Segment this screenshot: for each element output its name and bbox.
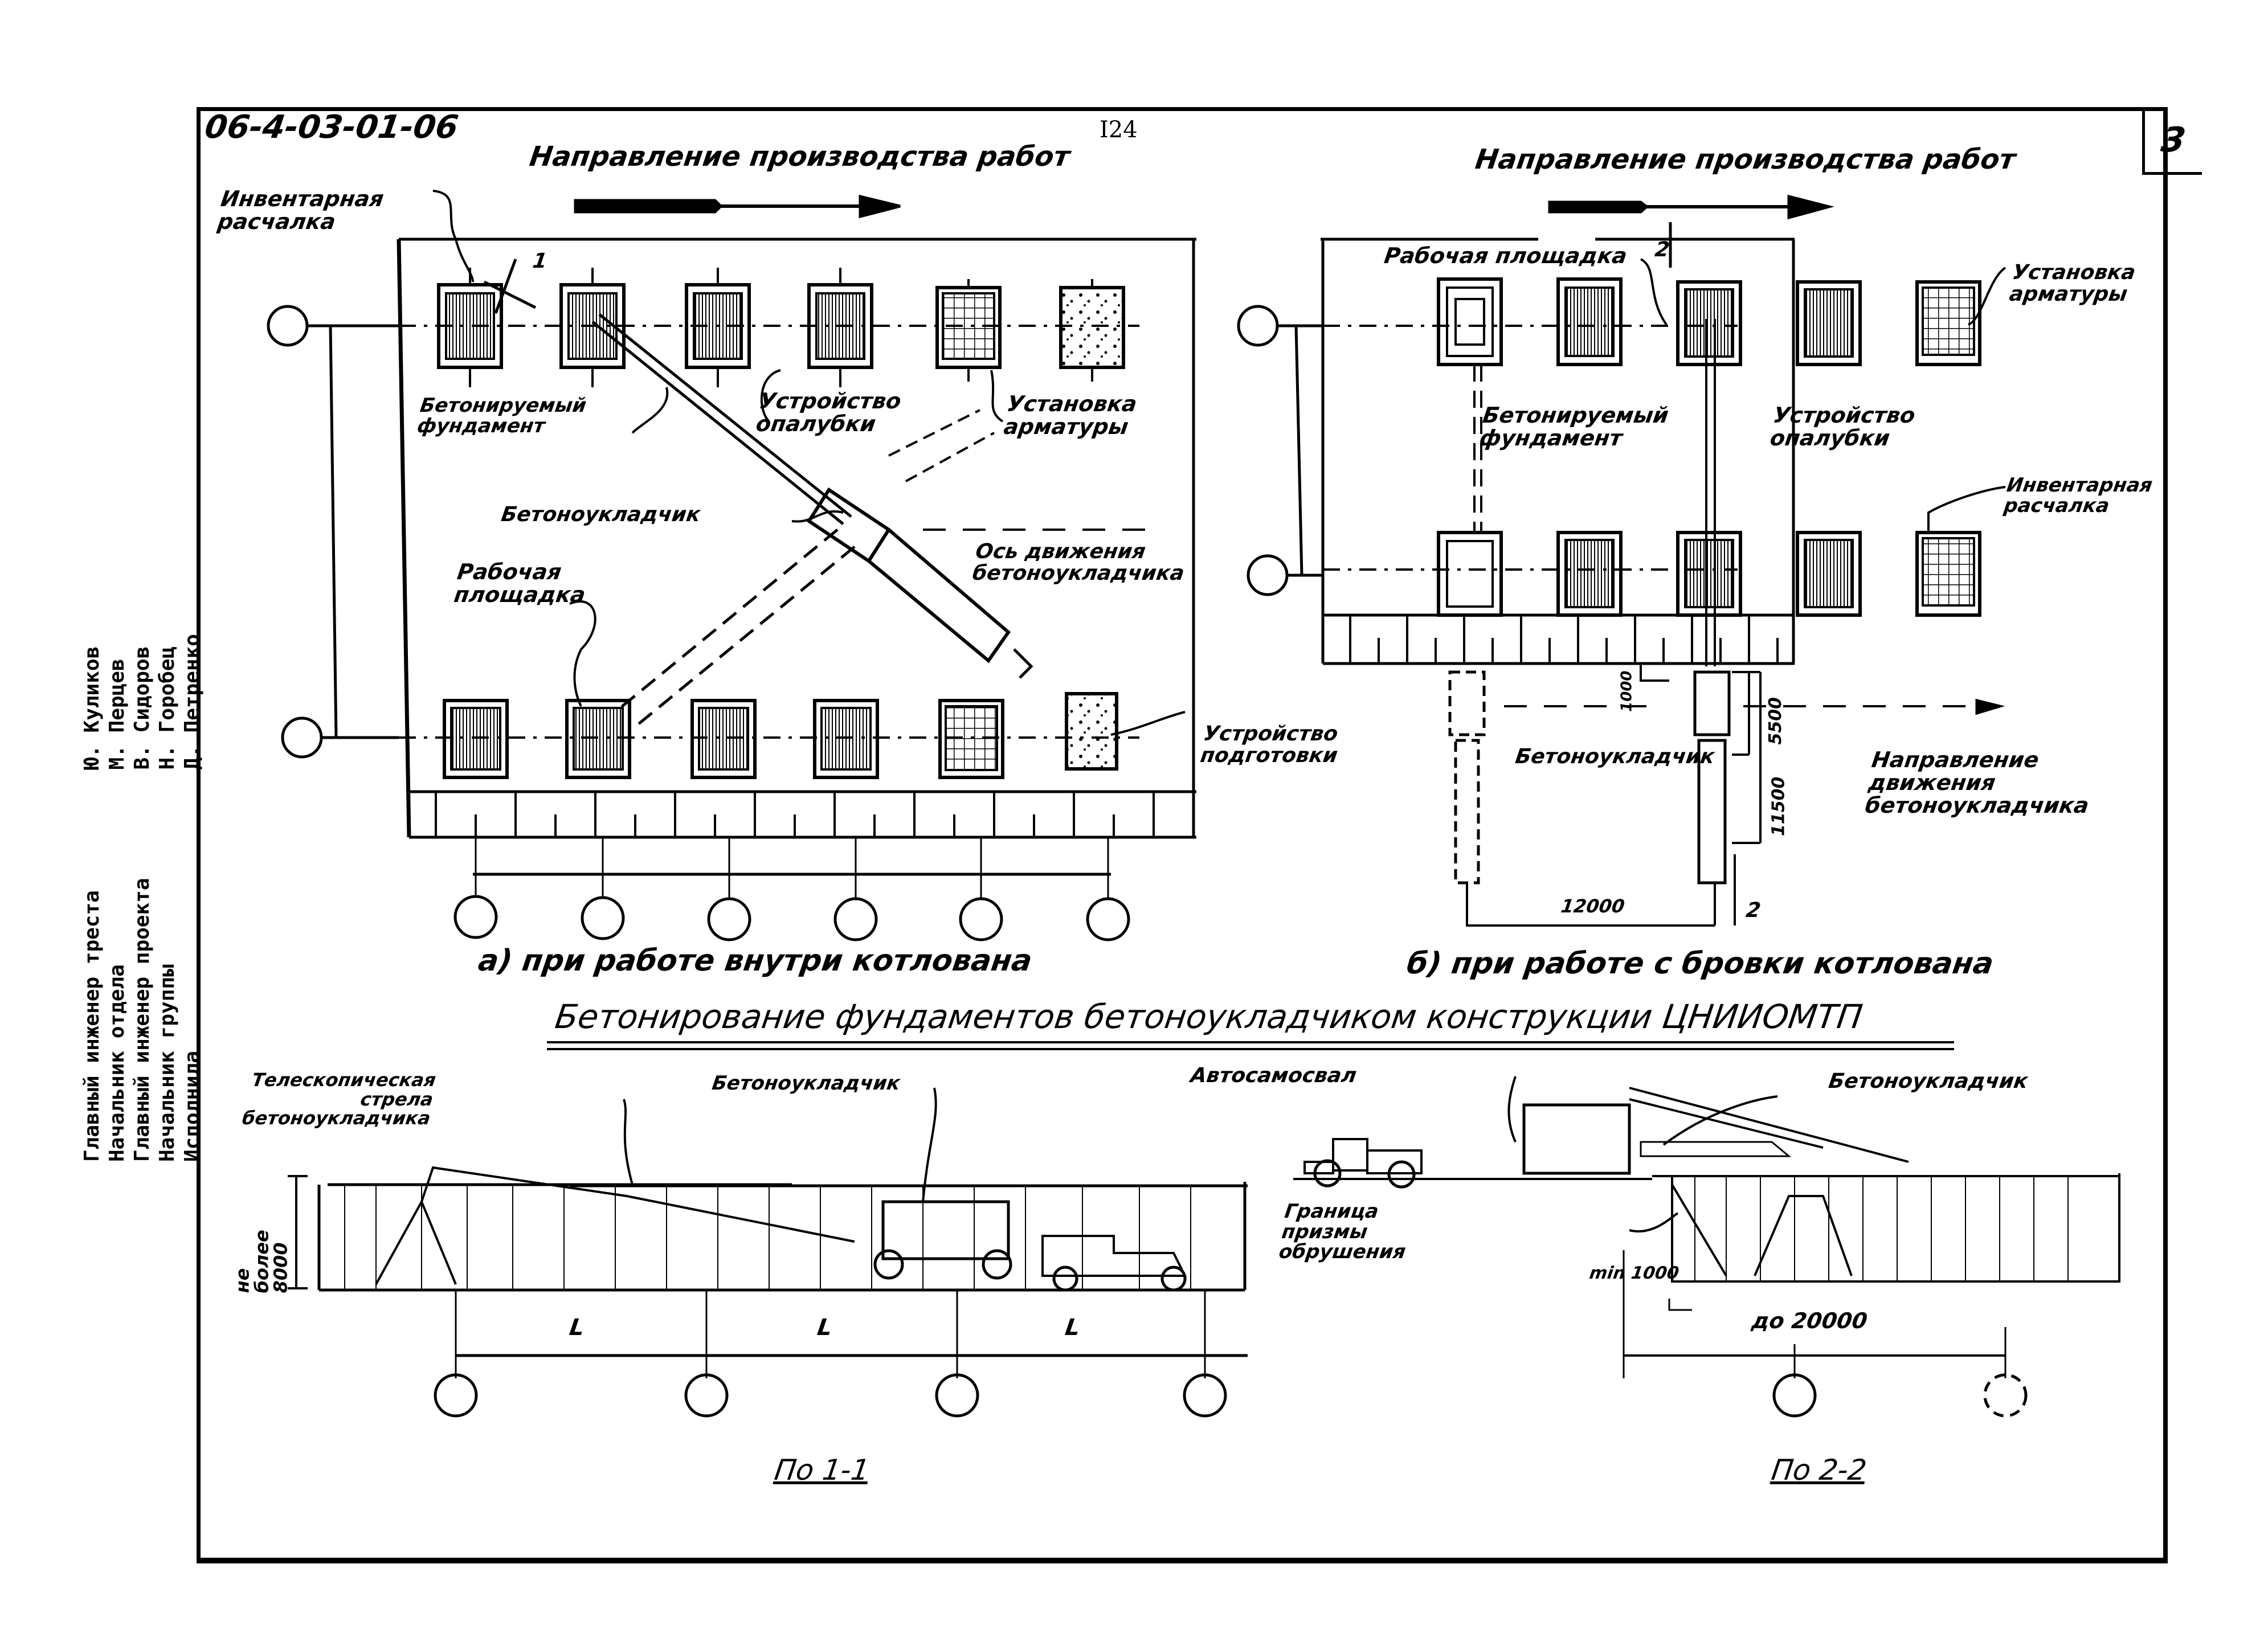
- plan-b-caption: б) при работе с бровки котлована: [1404, 947, 1996, 981]
- section1-depth-label: не более 8000: [231, 1230, 292, 1293]
- plan-b-dim-span: 12000: [1559, 895, 1627, 917]
- plan-a-label-inventory-guy: Инвентарная расчалка: [216, 186, 386, 234]
- plan-a-label-work-platform: Рабочая площадка: [452, 559, 587, 607]
- direction-arrow-a: [574, 194, 901, 219]
- concrete-placer-a: [483, 259, 1162, 730]
- plan-b-label-inventory-guy: Инвентарная расчалка: [2002, 474, 2154, 517]
- section2-label-collapse-prism: Граница призмы обрушения: [1277, 1200, 1407, 1264]
- section-2-2: [1293, 1087, 2120, 1418]
- plan-a-section-mark: 1: [531, 249, 549, 273]
- foundations-b-row1: [1437, 277, 1981, 366]
- plan-a-label-formwork: Устройство опалубки: [754, 388, 903, 436]
- page-number: I24: [1100, 117, 1138, 143]
- plan-a-caption: а) при работе внутри котлована: [476, 944, 1035, 978]
- plan-a-label-concreted-foundation: Бетонируемый фундамент: [415, 394, 588, 437]
- section2-min-label: min 1000: [1588, 1263, 1681, 1283]
- plan-b-section-mark-bottom: 2: [1744, 899, 1762, 922]
- plan-b-section-mark: 2: [1653, 238, 1671, 261]
- sheet-number-cell: 3: [2142, 108, 2202, 175]
- pit-slope-ticks-b: [1349, 615, 1779, 664]
- plan-b-label-concreted-foundation: Бетонируемый фундамент: [1478, 403, 1670, 451]
- plan-a-label-preparation: Устройство подготовки: [1199, 722, 1339, 767]
- plan-b-dim-long: 11500: [1768, 776, 1789, 836]
- direction-arrow-b: [1548, 194, 1834, 220]
- winch-circles-b: [1237, 305, 1738, 596]
- section1-caption: По 1-1: [772, 1453, 872, 1487]
- main-title: Бетонирование фундаментов бетоноукладчик…: [553, 997, 1865, 1036]
- sheet-frame: [197, 107, 2168, 1563]
- concrete-placers-b: [1448, 319, 2005, 927]
- section1-label-telescopic-boom: Телескопическая стрела бетоноукладчика: [240, 1069, 438, 1129]
- section-1-1: [288, 1166, 1248, 1418]
- section2-reach-label: до 20000: [1750, 1308, 1869, 1333]
- plan-b-label-direction-of-motion: Направление движения бетоноукладчика: [1864, 747, 2091, 818]
- plan-b-label-concrete-placer: Бетоноукладчик: [1514, 745, 1717, 768]
- section2-label-concrete-placer: Бетоноукладчик: [1827, 1070, 2030, 1093]
- plan-a-label-axis-of-motion: Ось движения бетоноукладчика: [971, 540, 1186, 585]
- plan-a-label-rebar: Установка арматуры: [1002, 391, 1139, 439]
- title-underline: [547, 1041, 1954, 1050]
- plan-b-label-formwork: Устройство опалубки: [1768, 403, 1917, 451]
- leader-lines: [432, 190, 2007, 1232]
- foundations-b-row2: [1437, 531, 1981, 617]
- foundations-a-row2: [443, 692, 1118, 779]
- section1-label-concrete-placer: Бетоноукладчик: [710, 1072, 902, 1095]
- foundations-a-row1: [437, 268, 1125, 387]
- plan-b-direction-title: Направление производства работ: [1473, 144, 2018, 175]
- section2-caption: По 2-2: [1769, 1453, 1869, 1487]
- plan-b-label-work-platform: Рабочая площадка: [1383, 243, 1629, 268]
- plan-b-dim-short: 5500: [1766, 697, 1785, 745]
- plan-a-direction-title: Направление производства работ: [528, 141, 1072, 173]
- pit-slope-ticks-a: [435, 792, 1155, 837]
- plan-b-label-rebar: Установка арматуры: [2008, 261, 2137, 306]
- winch-circles-a: [267, 305, 1139, 759]
- plan-a-label-concrete-placer: Бетоноукладчик: [500, 503, 702, 526]
- plan-b-dim-offset: 1000: [1618, 670, 1636, 712]
- bottom-winches-a: [453, 837, 1130, 941]
- section2-label-dump-truck: Автосамосвал: [1189, 1064, 1358, 1087]
